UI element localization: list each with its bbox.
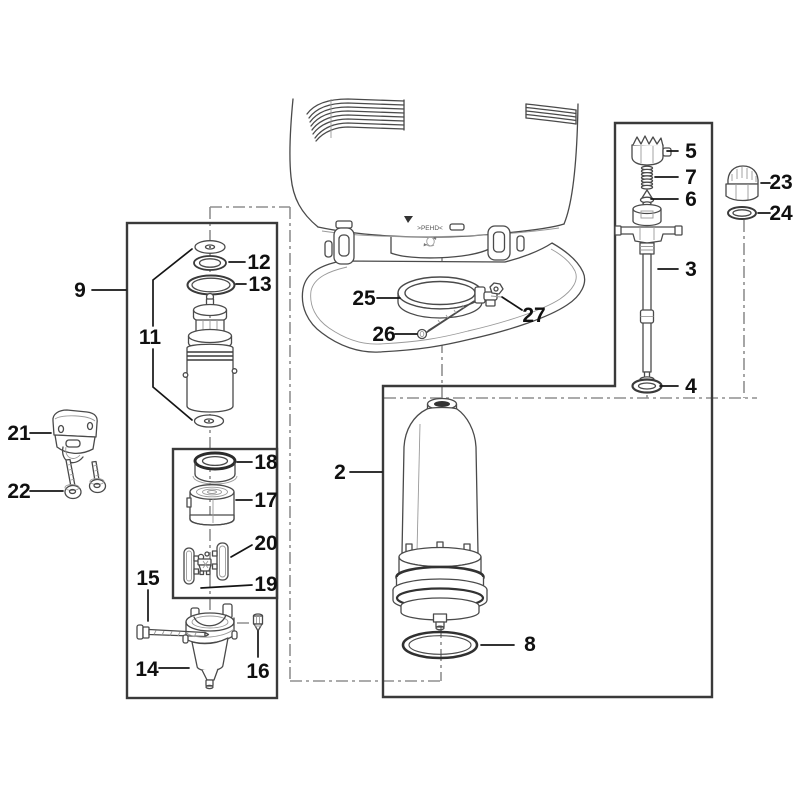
- subgroup-box-piston-cup: [171, 447, 279, 600]
- part-label-27: 27: [522, 304, 545, 327]
- part-label-9: 9: [74, 279, 86, 302]
- spout-mark: [404, 216, 413, 223]
- part-8-o-ring: [401, 630, 479, 660]
- strap-hook-right: [487, 225, 525, 261]
- part-4-o-ring: [631, 378, 663, 394]
- part-label-14: 14: [135, 658, 159, 681]
- tank-assembly: >PEHD<: [289, 98, 586, 353]
- clamp-bolt-part-26: [416, 300, 475, 340]
- part-label-12: 12: [247, 251, 270, 274]
- part-label-24: 24: [769, 202, 793, 225]
- part-label-21: 21: [7, 422, 31, 445]
- part-18-cup-seal: [192, 451, 238, 485]
- vent-slats-right: [525, 103, 577, 125]
- part-label-7: 7: [685, 166, 697, 189]
- part-22-screws: [64, 458, 107, 500]
- part-label-11: 11: [139, 326, 162, 349]
- part-label-15: 15: [136, 567, 160, 590]
- part-label-25: 25: [352, 287, 376, 310]
- part-label-17: 17: [254, 489, 277, 512]
- part-14-cup: [182, 603, 238, 690]
- part-5-valve-cap: [631, 135, 672, 166]
- part-label-6: 6: [685, 188, 697, 211]
- part-21-bracket: [52, 409, 98, 464]
- part-label-2: 2: [334, 461, 346, 484]
- part-12-washer: [193, 255, 227, 271]
- part-2-filter-housing: [392, 397, 488, 631]
- part-11-bottom-washer: [193, 414, 225, 428]
- clamp-nut-part-27: [489, 282, 504, 298]
- part-label-20: 20: [254, 532, 277, 555]
- base-stand: [301, 242, 586, 353]
- part-3-pump-rod: [614, 203, 683, 383]
- part-label-19: 19: [254, 573, 277, 596]
- clamp-ring-part-25: [397, 276, 498, 319]
- part-label-4: 4: [685, 375, 697, 398]
- material-code-marking: >PEHD<: [417, 225, 443, 232]
- part-19-valve-insert: [197, 551, 212, 576]
- part-label-8: 8: [524, 633, 536, 656]
- part-label-5: 5: [685, 140, 697, 163]
- leader-lines: [29, 150, 771, 669]
- part-13-o-ring: [186, 274, 236, 296]
- part-label-26: 26: [372, 323, 395, 346]
- group-box-2-and-rod: [381, 121, 714, 699]
- part-labels: 2 3 4 5 6 7 8 9 11 12 13 14 15 16 17 18 …: [7, 140, 793, 683]
- part-17-piston-cup: [186, 484, 235, 526]
- part-23-cap: [725, 165, 759, 202]
- part-label-22: 22: [7, 480, 30, 503]
- part-label-13: 13: [248, 273, 271, 296]
- strap-hook-left: [324, 227, 355, 265]
- part-6-valve-poppet: [639, 189, 655, 206]
- recycle-icon: [423, 236, 437, 247]
- part-20-clip-plates: [183, 542, 229, 585]
- part-label-16: 16: [246, 660, 269, 683]
- vent-slats-left: [306, 98, 405, 142]
- part-label-3: 3: [685, 258, 697, 281]
- part-11-top-washer: [194, 240, 226, 254]
- part-11-piston-assembly: [182, 292, 238, 413]
- part-24-o-ring: [727, 206, 757, 220]
- part-label-18: 18: [254, 451, 278, 474]
- part-16-bolt: [252, 613, 264, 631]
- part-7-spring: [640, 165, 654, 190]
- part-label-23: 23: [769, 171, 792, 194]
- tank-body: >PEHD<: [289, 98, 579, 265]
